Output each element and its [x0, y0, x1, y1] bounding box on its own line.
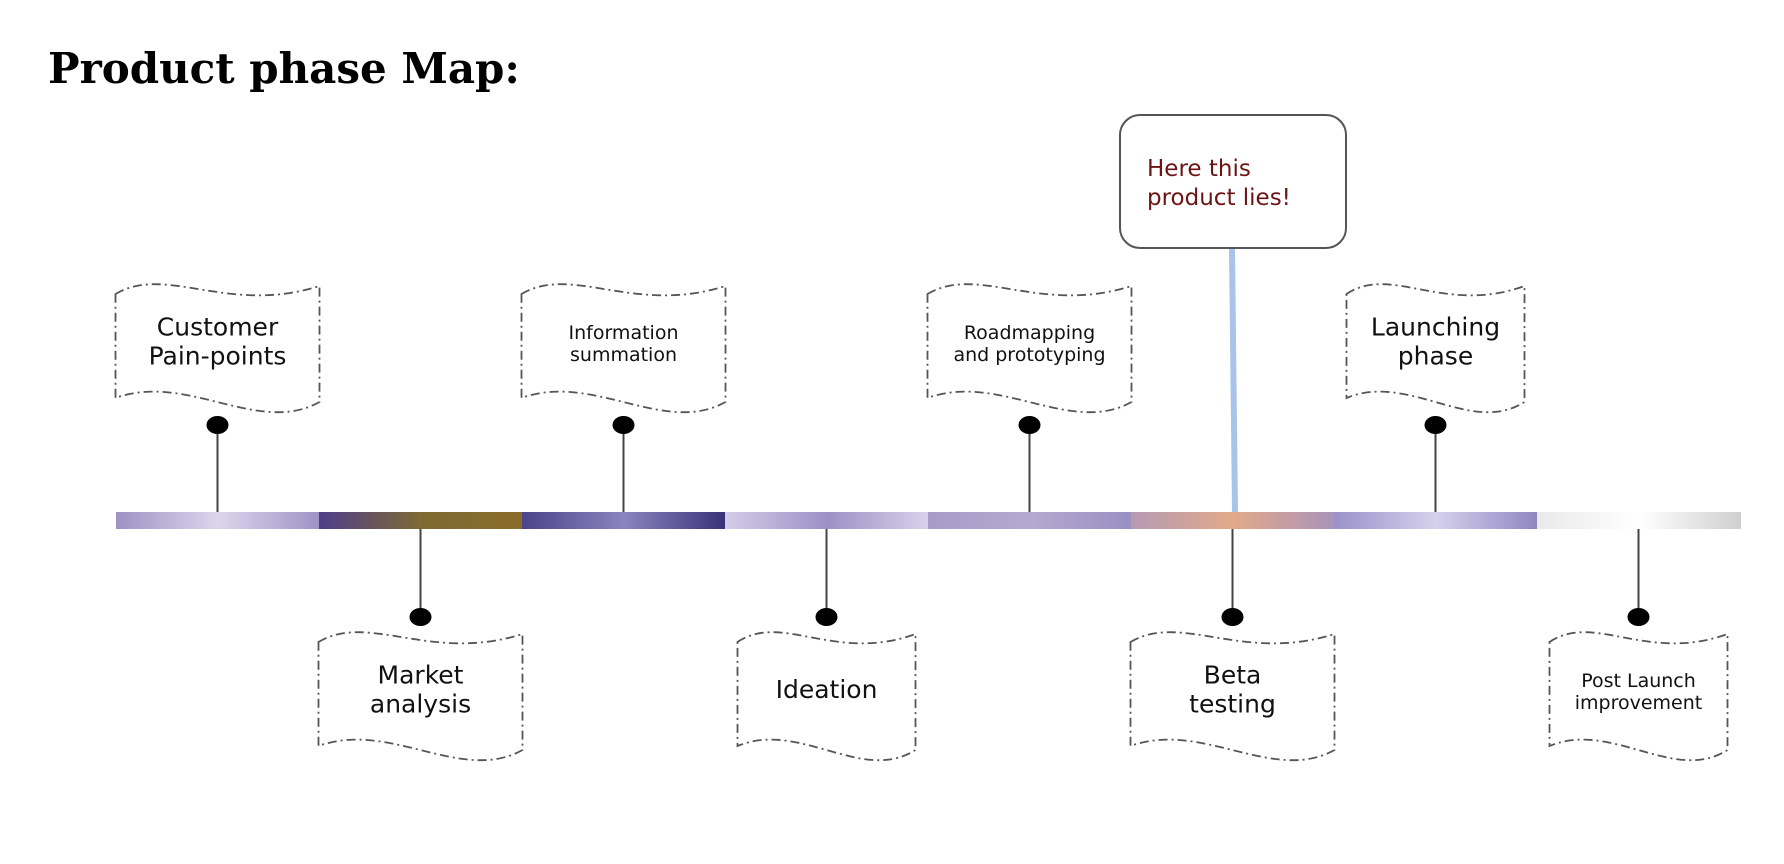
phase-label-line: Launching: [1371, 313, 1500, 342]
timeline-segment: [522, 512, 726, 529]
phase-banner: [736, 631, 917, 762]
timeline-segment: [116, 512, 320, 529]
page-title: Product phase Map:: [48, 44, 520, 93]
phase-label-line: summation: [570, 344, 677, 366]
phase-dot: [409, 608, 432, 626]
current-stage-callout: Here this product lies!: [1119, 114, 1347, 513]
phase-label-line: Customer: [157, 313, 279, 342]
phase-banner: [926, 283, 1133, 413]
timeline-segment: [1537, 512, 1741, 529]
phase-label-line: Information: [569, 322, 679, 344]
phase-dot: [206, 416, 229, 434]
timeline-segment: [928, 512, 1132, 529]
timeline-bar: [116, 512, 1741, 529]
phase-label: Ideation: [776, 675, 878, 704]
phase-label-line: Beta: [1204, 661, 1262, 690]
phase-label-line: Roadmapping: [964, 322, 1095, 344]
callout-line-1: Here this: [1147, 156, 1251, 182]
callout-connector: [1229, 247, 1238, 513]
phase-banner: [114, 283, 321, 413]
callout-line-2: product lies!: [1147, 185, 1291, 211]
phase-dot: [1018, 416, 1041, 434]
callout-text: Here this product lies!: [1147, 156, 1291, 211]
phase-dot: [1627, 608, 1650, 626]
phase-label-line: testing: [1189, 689, 1276, 718]
timeline-segment: [319, 512, 523, 529]
phase-label-line: improvement: [1575, 692, 1703, 714]
phase-dot: [612, 416, 635, 434]
phase-label-line: Ideation: [776, 675, 878, 704]
phase-label-line: phase: [1398, 341, 1473, 370]
phase-label-line: analysis: [370, 689, 471, 718]
phase-banner: [1129, 631, 1336, 761]
timeline-segment: [1334, 512, 1538, 529]
phase-dot: [1424, 416, 1447, 434]
phase-label-line: and prototyping: [953, 344, 1105, 366]
phase-dot: [1221, 608, 1244, 626]
timeline-segment: [725, 512, 929, 529]
timeline-segment: [1131, 512, 1335, 529]
phase-banner: [520, 283, 727, 413]
callout-box: [1119, 114, 1347, 249]
phase-label-line: Market: [378, 661, 464, 690]
phase-marker: Ideation: [736, 529, 917, 762]
phase-label-line: Pain-points: [149, 341, 287, 370]
phase-banner: [317, 631, 524, 761]
phase-banner: [1548, 631, 1729, 762]
phase-banner: [1345, 283, 1526, 414]
phase-dot: [815, 608, 838, 626]
phase-label-line: Post Launch: [1581, 670, 1696, 692]
